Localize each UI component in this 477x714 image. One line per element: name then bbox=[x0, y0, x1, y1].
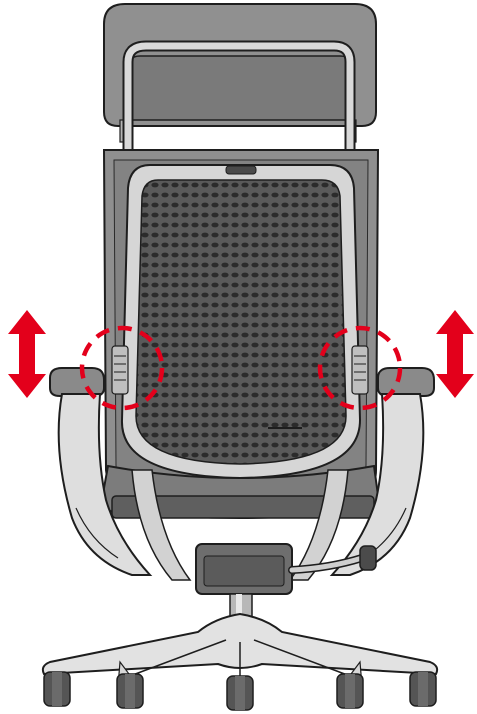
casters bbox=[43, 671, 437, 711]
callout-circles bbox=[79, 325, 403, 411]
left-callout-circle bbox=[79, 325, 165, 411]
headrest-frame bbox=[122, 40, 356, 170]
left-armrest bbox=[49, 345, 153, 576]
star-base bbox=[41, 612, 439, 687]
seat-mechanism bbox=[195, 543, 377, 595]
frame-legs bbox=[131, 469, 349, 581]
top-handle bbox=[225, 165, 257, 175]
caster-4 bbox=[336, 673, 364, 709]
right-callout-circle bbox=[317, 325, 403, 411]
left-up-down-arrow-icon bbox=[8, 310, 46, 398]
seat bbox=[98, 464, 382, 519]
caster-3 bbox=[226, 675, 254, 711]
caster-5 bbox=[409, 671, 437, 707]
caster-2 bbox=[116, 673, 144, 709]
mesh-panel bbox=[135, 179, 347, 465]
right-up-down-arrow-icon bbox=[436, 310, 474, 398]
caster-1 bbox=[43, 671, 71, 707]
headrest bbox=[103, 3, 377, 143]
height-arrows bbox=[8, 310, 474, 398]
adjust-lever-knob bbox=[359, 545, 377, 571]
backrest-frame bbox=[120, 164, 362, 480]
